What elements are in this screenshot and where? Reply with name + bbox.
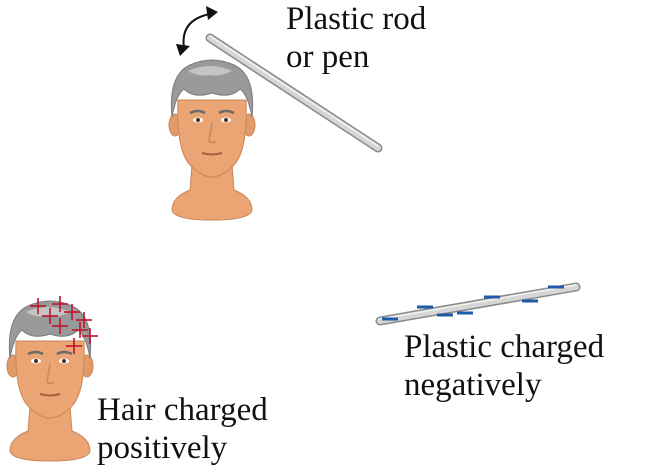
positive-charge-mark	[42, 308, 58, 324]
rubbing-motion-arrow	[176, 6, 218, 56]
negative-charge-mark	[522, 299, 538, 303]
positive-charge-mark	[30, 298, 46, 314]
plastic-charged-label: Plastic charged negatively	[404, 328, 604, 404]
positive-charge-mark	[52, 296, 68, 312]
plastic-charged-label-line1: Plastic charged	[404, 329, 605, 365]
plastic-rod-label: Plastic rod or pen	[286, 0, 426, 76]
positive-charge-mark	[76, 312, 92, 328]
plastic-rod-label-line1: Plastic rod	[286, 1, 427, 37]
negative-charge-mark	[437, 313, 453, 317]
negative-charge-mark	[457, 311, 473, 315]
positive-charge-mark	[64, 304, 80, 320]
negative-charge-mark	[417, 305, 433, 309]
hair-positive-charges	[30, 296, 98, 354]
charged-plastic-rod	[375, 282, 581, 326]
plastic-rod	[205, 33, 383, 153]
man-head-charged	[6, 300, 94, 462]
hair-charged-label: Hair charged positively	[97, 391, 268, 467]
positive-charge-mark	[52, 318, 68, 334]
negative-charge-mark	[548, 285, 564, 289]
positive-charge-mark	[82, 328, 98, 344]
negative-charge-mark	[484, 295, 500, 299]
plastic-rod-label-line2: or pen	[286, 39, 370, 75]
hair-charged-label-line2: positively	[97, 430, 228, 466]
positive-charge-mark	[72, 322, 88, 338]
man-head-top	[168, 59, 256, 221]
hair-charged-label-line1: Hair charged	[97, 392, 268, 428]
negative-charge-mark	[382, 317, 398, 321]
positive-charge-mark	[66, 338, 82, 354]
plastic-charged-label-line2: negatively	[404, 367, 542, 403]
